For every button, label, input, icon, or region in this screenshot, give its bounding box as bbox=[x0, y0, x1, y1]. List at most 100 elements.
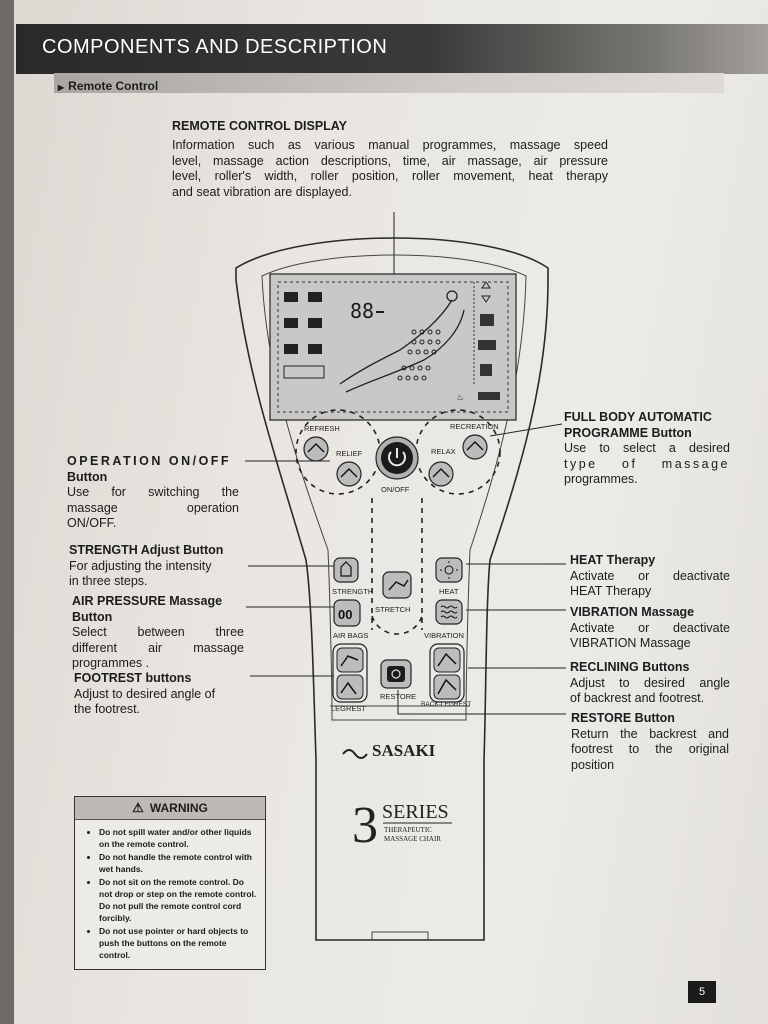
restore-line: position bbox=[571, 757, 615, 772]
chair-outline bbox=[345, 309, 465, 393]
footrest-line: Adjust to desired angle of bbox=[74, 686, 216, 701]
restore-line: footrest to the original bbox=[571, 742, 729, 756]
recline-back-icon bbox=[437, 652, 457, 667]
recreation-button[interactable] bbox=[462, 434, 488, 460]
lcd-timer-digits: 88 bbox=[350, 299, 374, 323]
restore-icon bbox=[391, 669, 401, 679]
legrest-up-button[interactable] bbox=[336, 647, 364, 673]
body-pair-icon bbox=[308, 292, 322, 302]
warning-item: Do not spill water and/or other liquids … bbox=[99, 826, 259, 850]
recline-upright-button[interactable] bbox=[433, 674, 461, 700]
legrest-down-button[interactable] bbox=[336, 674, 364, 700]
full-body-line: Use to select a desired bbox=[564, 441, 730, 455]
air-bags-icon: 00 bbox=[338, 607, 352, 622]
leader-lines bbox=[245, 212, 566, 715]
air-annotation: AIR PRESSURE Massage Button Select betwe… bbox=[72, 594, 244, 672]
body-pair-icon bbox=[284, 292, 298, 302]
lcd-dashed-border bbox=[277, 281, 509, 413]
restore-line: Return the backrest and bbox=[571, 726, 729, 741]
stretch-button[interactable] bbox=[382, 571, 412, 599]
strength-line: in three steps. bbox=[69, 574, 148, 588]
body-pair-icon bbox=[308, 318, 322, 328]
triangle-bullet-icon: ▶ bbox=[58, 83, 65, 92]
subsection-bar bbox=[54, 73, 724, 93]
recline-position-icon bbox=[478, 340, 496, 350]
operation-line: Use for switching the bbox=[67, 485, 239, 499]
legrest-label: LEGREST bbox=[331, 704, 366, 713]
series-word: SERIES bbox=[382, 801, 449, 823]
heat-heading: HEAT Therapy bbox=[570, 553, 656, 567]
relief-label: RELIEF bbox=[336, 449, 363, 458]
warning-item: Do not use pointer or hard objects to pu… bbox=[99, 925, 259, 961]
roller-width-icon bbox=[283, 365, 325, 379]
full-body-line: programmes. bbox=[564, 472, 638, 486]
restore-heading: RESTORE Button bbox=[571, 711, 675, 725]
lcd-mode-icons bbox=[283, 292, 325, 379]
warning-list: Do not spill water and/or other liquids … bbox=[75, 826, 265, 961]
warning-header: ⚠WARNING bbox=[75, 797, 265, 820]
heat-line: Activate or deactivate bbox=[570, 568, 730, 583]
body-pair-icon bbox=[284, 344, 298, 354]
series-logo: 3 SERIES THERAPEUTIC MASSAGE CHAIR bbox=[352, 797, 452, 854]
restore-annotation: RESTORE Button Return the backrest and f… bbox=[571, 711, 729, 773]
air-bags-button[interactable]: 00 bbox=[333, 599, 361, 627]
lcd-chair-figure-icon bbox=[339, 290, 465, 393]
lcd-recline-column: ♨ bbox=[456, 281, 500, 402]
air-subheading: Button bbox=[72, 609, 113, 624]
back-legrest-button-group bbox=[429, 643, 465, 703]
strength-level-icon bbox=[340, 561, 352, 577]
relax-button[interactable] bbox=[428, 461, 454, 487]
remote-inner-outline bbox=[261, 254, 527, 721]
warning-triangle-icon: ⚠ bbox=[132, 800, 144, 815]
vibration-heading: VIBRATION Massage bbox=[570, 605, 695, 619]
legrest-up-icon bbox=[340, 655, 359, 667]
lcd-roller-dots bbox=[397, 329, 441, 381]
sasaki-logo: SASAKI bbox=[342, 741, 436, 760]
recline-upright-icon bbox=[437, 678, 457, 695]
heat-label: HEAT bbox=[439, 587, 459, 596]
sasaki-wave-icon bbox=[342, 749, 368, 759]
vibration-button[interactable] bbox=[435, 599, 463, 625]
vibration-annotation: VIBRATION Massage Activate or deactivate… bbox=[570, 605, 730, 652]
power-button[interactable] bbox=[375, 436, 419, 480]
series-number: 3 bbox=[352, 797, 378, 854]
strength-heading: STRENGTH Adjust Button bbox=[69, 543, 224, 557]
recline-back-button[interactable] bbox=[433, 647, 461, 673]
restore-button[interactable] bbox=[380, 659, 412, 689]
recline-position-icon bbox=[480, 364, 492, 376]
reclining-heading: RECLINING Buttons bbox=[570, 660, 690, 674]
heat-display-icon: ♨ bbox=[456, 392, 464, 402]
vibration-line: VIBRATION Massage bbox=[570, 636, 691, 650]
display-line: level, massage action descriptions, time… bbox=[172, 153, 608, 168]
warning-item: Do not handle the remote control with we… bbox=[99, 851, 259, 875]
vibration-display-icon bbox=[478, 392, 500, 400]
strength-annotation: STRENGTH Adjust Button For adjusting the… bbox=[69, 543, 247, 590]
display-heading: REMOTE CONTROL DISPLAY bbox=[172, 119, 348, 133]
chair-headrest bbox=[446, 290, 458, 302]
relief-button[interactable] bbox=[336, 461, 362, 487]
massage-figure-icon bbox=[432, 468, 450, 478]
onoff-label: ON/OFF bbox=[381, 485, 410, 494]
heat-line: HEAT Therapy bbox=[570, 584, 652, 598]
strength-label: STRENGTH bbox=[332, 587, 373, 596]
series-sub2: MASSAGE CHAIR bbox=[384, 835, 441, 843]
air-line: Select between three bbox=[72, 625, 244, 639]
massage-figure-icon bbox=[307, 443, 325, 453]
display-line: Information such as various manual progr… bbox=[172, 138, 608, 152]
reclining-annotation: RECLINING Buttons Adjust to desired angl… bbox=[570, 660, 730, 707]
strength-button[interactable] bbox=[333, 557, 359, 583]
body-pair-icon bbox=[284, 318, 298, 328]
operation-heading: OPERATION ON/OFF bbox=[67, 454, 232, 468]
vibration-wave-icon bbox=[440, 605, 458, 619]
refresh-button[interactable] bbox=[303, 436, 329, 462]
subsection-label: Remote Control bbox=[68, 79, 159, 93]
sun-icon bbox=[444, 565, 454, 575]
heat-button[interactable] bbox=[435, 557, 463, 583]
full-body-heading: PROGRAMME Button bbox=[564, 425, 692, 440]
legrest-down-icon bbox=[340, 681, 357, 695]
subsection-title: ▶Remote Control bbox=[58, 79, 158, 93]
stretch-label: STRETCH bbox=[375, 605, 410, 614]
footrest-annotation: FOOTREST buttons Adjust to desired angle… bbox=[74, 671, 246, 718]
stretch-figure-icon bbox=[388, 579, 409, 591]
